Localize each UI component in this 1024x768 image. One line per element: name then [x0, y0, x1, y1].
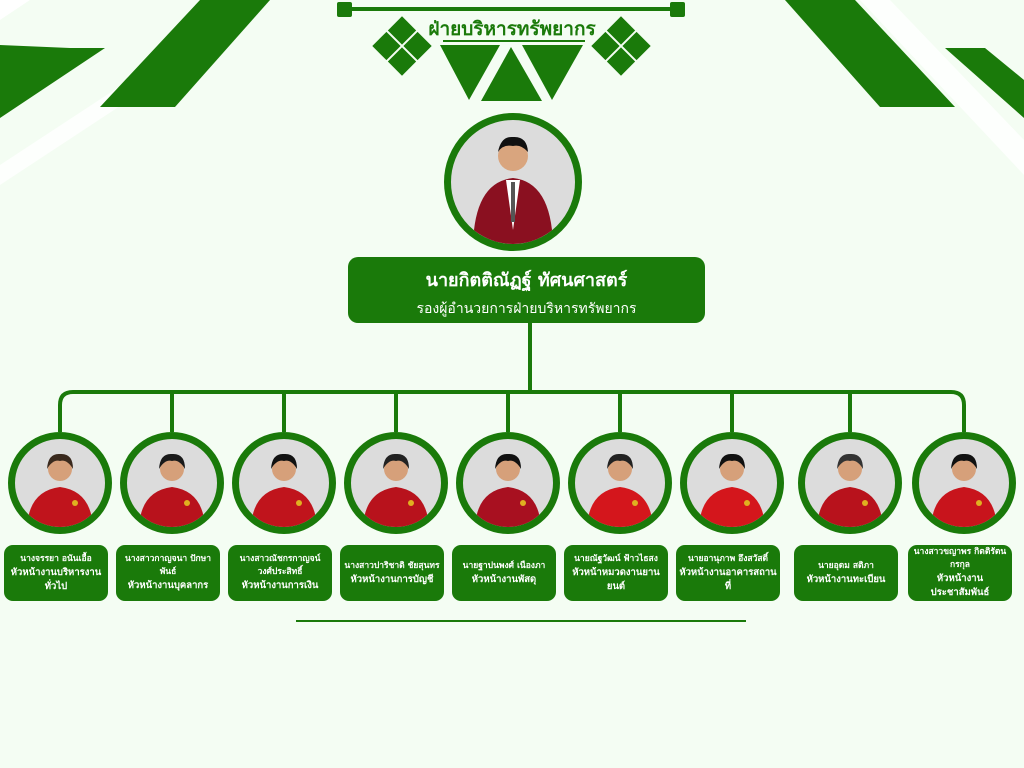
person-avatar-icon — [931, 453, 997, 527]
staff-photo — [232, 432, 336, 534]
staff-card: นางสาวณัชกรกาญจน์ วงศ์ประสิทธิ์ หัวหน้าง… — [226, 432, 338, 601]
org-connectors — [58, 323, 966, 432]
person-avatar-icon — [27, 453, 93, 527]
staff-role: หัวหน้างานทะเบียน — [806, 573, 886, 585]
staff-name: นางสาวกาญจนา ปักษาพันธ์ — [124, 554, 212, 577]
divider — [296, 620, 746, 622]
staff-photo — [912, 432, 1016, 534]
staff-photo — [798, 432, 902, 534]
staff-name: นายอุดม สติภา — [818, 560, 874, 571]
staff-card: นางจรรยา อนันเอื้อ หัวหน้างานบริหารงานทั… — [2, 432, 114, 601]
staff-card: นางสาวขญาพร กิตติรัตนกรกุล หัวหน้างานประ… — [906, 432, 1018, 601]
person-avatar-icon — [363, 453, 429, 527]
staff-label: นายณัฐวัฒน์ ฟ้าวไธสง หัวหน้าหมวดงานยานยน… — [564, 545, 668, 601]
head-name: นายกิตติณัฏฐ์ ทัศนศาสตร์ — [425, 270, 628, 291]
corner-stripe — [0, 45, 105, 118]
staff-photo — [120, 432, 224, 534]
head-card: นายกิตติณัฏฐ์ ทัศนศาสตร์ รองผู้อำนวยการฝ… — [348, 257, 705, 323]
staff-label: นายฐาปนพงศ์ เนืองภา หัวหน้างานพัสดุ — [452, 545, 556, 601]
triangle-ornament — [440, 45, 500, 100]
staff-role: หัวหน้างานการบัญชี — [350, 573, 434, 585]
staff-name: นางสาวณัชกรกาญจน์ วงศ์ประสิทธิ์ — [239, 554, 321, 577]
person-avatar-icon — [473, 136, 553, 244]
person-avatar-icon — [139, 453, 205, 527]
staff-photo — [344, 432, 448, 534]
staff-role: หัวหน้างานบริหารงานทั่วไป — [10, 566, 102, 592]
person-avatar-icon — [475, 453, 541, 527]
staff-label: นางสาวณัชกรกาญจน์ วงศ์ประสิทธิ์ หัวหน้าง… — [228, 545, 332, 601]
staff-label: นายอุดม สติภา หัวหน้างานทะเบียน — [794, 545, 898, 601]
staff-card: นายอานุภาพ อึงสวัสดิ์ หัวหน้างานอาคารสถา… — [674, 432, 786, 601]
department-title: ฝ่ายบริหารทรัพยากร — [428, 18, 596, 40]
staff-photo — [568, 432, 672, 534]
staff-card: นายณัฐวัฒน์ ฟ้าวไธสง หัวหน้าหมวดงานยานยน… — [562, 432, 674, 601]
staff-role: หัวหน้างานบุคลากร — [127, 580, 209, 591]
staff-label: นางจรรยา อนันเอื้อ หัวหน้างานบริหารงานทั… — [4, 545, 108, 601]
person-avatar-icon — [251, 453, 317, 527]
corner-stripe — [785, 0, 955, 107]
staff-card: นายฐาปนพงศ์ เนืองภา หัวหน้างานพัสดุ — [450, 432, 562, 601]
staff-card: นางสาวปาริชาติ ชัยสุนทร หัวหน้างานการบัญ… — [338, 432, 450, 601]
staff-role: หัวหน้างานพัสดุ — [471, 573, 537, 585]
staff-card: นางสาวกาญจนา ปักษาพันธ์ หัวหน้างานบุคลาก… — [114, 432, 226, 601]
staff-role: หัวหน้างานประชาสัมพันธ์ — [930, 573, 990, 598]
staff-name: นางสาวปาริชาติ ชัยสุนทร — [344, 560, 440, 571]
staff-name: นายณัฐวัฒน์ ฟ้าวไธสง — [574, 553, 658, 564]
staff-role: หัวหน้าหมวดงานยานยนต์ — [572, 566, 660, 592]
staff-photo — [680, 432, 784, 534]
staff-role: หัวหน้างานอาคารสถานที่ — [679, 566, 777, 592]
staff-photo — [456, 432, 560, 534]
person-avatar-icon — [699, 453, 765, 527]
staff-name: นายฐาปนพงศ์ เนืองภา — [462, 560, 546, 571]
corner-stripe — [100, 0, 270, 107]
staff-photo — [8, 432, 112, 534]
staff-name: นายอานุภาพ อึงสวัสดิ์ — [687, 553, 769, 564]
staff-label: นายอานุภาพ อึงสวัสดิ์ หัวหน้างานอาคารสถา… — [676, 545, 780, 601]
person-avatar-icon — [817, 453, 883, 527]
triangle-ornament — [481, 47, 542, 101]
staff-role: หัวหน้างานการเงิน — [241, 580, 319, 591]
staff-label: นางสาวขญาพร กิตติรัตนกรกุล หัวหน้างานประ… — [908, 545, 1012, 601]
triangle-ornament — [522, 45, 583, 100]
staff-name: นางสาวขญาพร กิตติรัตนกรกุล — [913, 547, 1007, 570]
corner-stripe — [945, 48, 1024, 118]
staff-name: นางจรรยา อนันเอื้อ — [20, 553, 92, 564]
person-avatar-icon — [587, 453, 653, 527]
staff-label: นางสาวปาริชาติ ชัยสุนทร หัวหน้างานการบัญ… — [340, 545, 444, 601]
staff-card: นายอุดม สติภา หัวหน้างานทะเบียน — [792, 432, 904, 601]
head-role: รองผู้อำนวยการฝ่ายบริหารทรัพยากร — [416, 301, 637, 317]
staff-label: นางสาวกาญจนา ปักษาพันธ์ หัวหน้างานบุคลาก… — [116, 545, 220, 601]
head-photo — [444, 113, 582, 251]
